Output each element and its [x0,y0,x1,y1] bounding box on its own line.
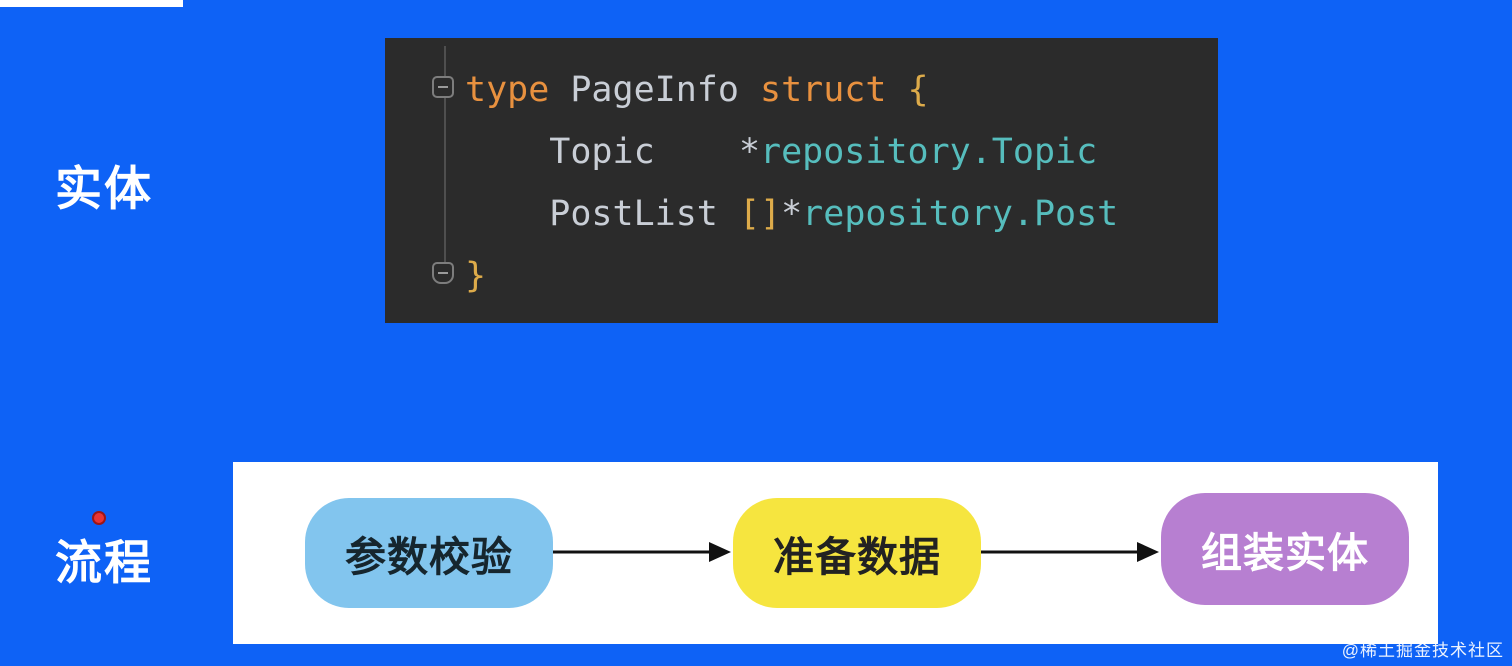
top-left-sliver [0,0,183,7]
flow-step-label: 组装实体 [1201,530,1369,576]
code-line: type PageInfo struct { [465,70,929,110]
fold-collapse-icon[interactable] [432,76,454,98]
flow-step-assemble-entity: 组装实体 [1161,493,1409,605]
flow-step-label: 参数校验 [345,534,513,580]
code-line: PostList []*repository.Post [465,194,1119,234]
entity-section-label: 实体 [55,162,153,215]
code-line: Topic *repository.Topic [465,132,1098,172]
flow-step-label: 准备数据 [773,534,941,580]
flow-step-param-validation: 参数校验 [305,498,553,608]
editor-gutter-line [444,46,446,278]
code-block: type PageInfo struct { Topic *repository… [465,59,1118,307]
code-line: } [465,256,487,296]
arrow-right-icon [553,542,731,562]
minus-glyph [438,86,448,88]
minus-glyph [438,272,448,274]
watermark: @稀土掘金技术社区 [1341,641,1504,660]
fold-end-icon[interactable] [432,262,454,284]
flow-diagram-panel: 参数校验 准备数据 组装实体 [233,462,1438,644]
flow-step-prepare-data: 准备数据 [733,498,981,608]
arrow-right-icon [981,542,1159,562]
flow-section-label: 流程 [55,536,153,589]
code-editor-panel: type PageInfo struct { Topic *repository… [385,38,1218,323]
pointer-dot [92,511,106,525]
